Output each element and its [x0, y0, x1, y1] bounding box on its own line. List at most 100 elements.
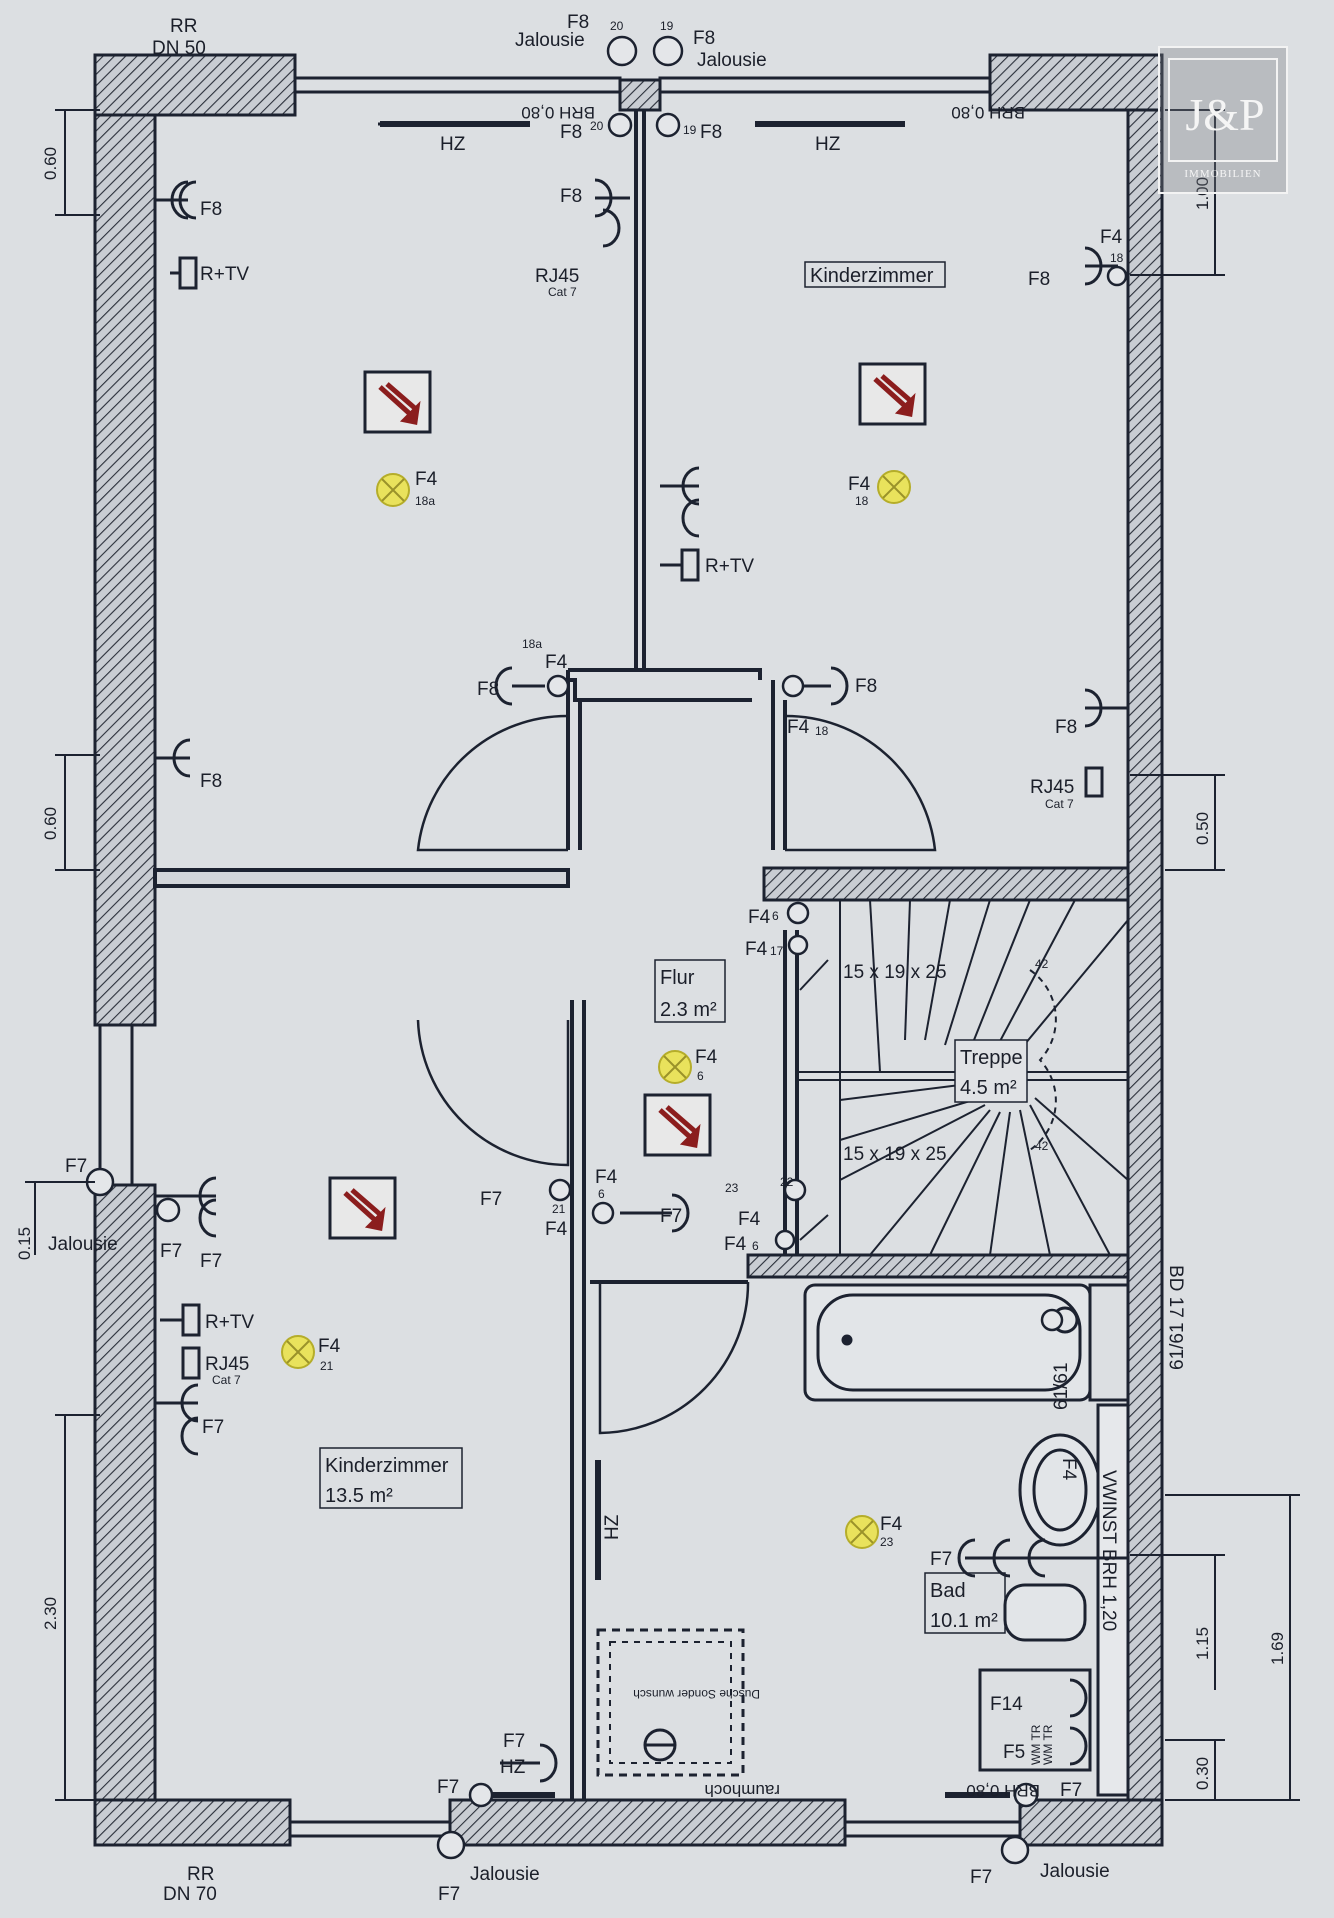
label-n21: 21 — [552, 1202, 566, 1216]
wall-left-lower — [93, 1183, 157, 1847]
room-area-flur: 2.3 m² — [660, 999, 717, 1021]
label-f7: F7 — [160, 1241, 182, 1262]
bathroom-fixtures — [596, 1283, 1130, 1797]
wall-top-left — [93, 53, 297, 117]
hz-label: HZ — [500, 1757, 526, 1778]
label-f8: F8 — [700, 122, 722, 143]
smoke-detectors — [328, 362, 927, 1240]
socket-icon — [155, 1383, 199, 1456]
label-n6: 6 — [697, 1069, 704, 1083]
label-f7: F7 — [1060, 1780, 1082, 1801]
switch-icon — [1106, 265, 1128, 287]
label-n18a: 18a — [415, 494, 435, 508]
logo-mark: J&P — [1185, 89, 1265, 140]
switch-icon — [783, 1178, 807, 1202]
rtv-label: R+TV — [705, 556, 754, 577]
label-f7: F7 — [660, 1206, 682, 1227]
socket-icon — [181, 1346, 201, 1380]
smoke-detector-icon — [643, 1093, 712, 1157]
switch-icon — [548, 1178, 572, 1202]
label-n20: 20 — [610, 19, 624, 33]
text-labels: RR DN 50 F8 F8 20 19 Jalousie Jalousie B… — [15, 12, 1287, 1905]
shower-area — [596, 1628, 745, 1777]
label-f4: F4 — [1058, 1458, 1079, 1481]
switch-icon — [1040, 1308, 1064, 1332]
dimension-015: 0.15 — [15, 1227, 34, 1260]
room-area-treppe: 4.5 m² — [960, 1077, 1017, 1099]
exterior-walls — [93, 53, 1164, 1847]
socket-icon — [500, 1743, 558, 1783]
switch-icon — [774, 1229, 796, 1251]
dimension-060: 0.60 — [41, 147, 60, 180]
smoke-detector-icon — [858, 362, 927, 426]
label-f7: F7 — [503, 1731, 525, 1752]
label-f4: F4 — [415, 469, 438, 490]
wall-bottom-right — [1018, 1798, 1164, 1847]
label-f14: F14 — [990, 1694, 1023, 1715]
switch-icon — [591, 1201, 615, 1225]
label-f4: F4 — [545, 652, 568, 673]
logo-frame: J&P — [1168, 58, 1278, 162]
label-f8: F8 — [560, 186, 582, 207]
label-n6: 6 — [598, 1187, 605, 1201]
cat7-label: Cat 7 — [212, 1373, 241, 1387]
jalousie-label: Jalousie — [1040, 1861, 1110, 1882]
label-n18: 18 — [815, 724, 829, 738]
label-f7: F7 — [65, 1156, 87, 1177]
n61-label: 61/61 — [1167, 1322, 1188, 1370]
socket-icon — [1069, 1678, 1088, 1766]
label-f8: F8 — [855, 676, 877, 697]
label-n6: 6 — [752, 1239, 759, 1253]
socket-icon — [160, 1303, 201, 1337]
hz-label: HZ — [602, 1514, 623, 1540]
label-f8: F8 — [1028, 269, 1050, 290]
rr-label: RR — [170, 16, 197, 37]
windows — [98, 76, 1022, 1838]
label-f7: F7 — [202, 1417, 224, 1438]
window-bottom-left — [288, 1820, 452, 1838]
ceiling-lamp-icon — [877, 470, 911, 504]
switch-icon — [155, 1197, 181, 1223]
window-top-left — [293, 76, 622, 94]
label-f4: F4 — [738, 1209, 761, 1230]
label-n23: 23 — [725, 1181, 739, 1195]
wm-tr-label: WM TR — [1041, 1724, 1055, 1765]
motor-icon — [652, 35, 684, 67]
label-f4: F4 — [595, 1167, 618, 1188]
label-f5: F5 — [1003, 1742, 1025, 1763]
label-n23: 23 — [880, 1535, 894, 1549]
ceiling-lamp-icon — [845, 1515, 879, 1549]
switch-icon — [607, 112, 633, 138]
sockets — [155, 178, 1128, 1783]
smoke-detector-icon — [363, 370, 432, 434]
rj45-label: RJ45 — [205, 1354, 249, 1375]
label-f4: F4 — [787, 717, 810, 738]
dusche-label: Dusche Sonder wunsch — [633, 1687, 760, 1701]
socket-icon — [660, 466, 700, 538]
stairs-lower: 15 x 19 x 25 — [843, 1144, 947, 1165]
socket-icon — [957, 1538, 1128, 1578]
window-left — [98, 1023, 134, 1187]
label-f4: F4 — [848, 474, 871, 495]
wall-right — [1126, 53, 1164, 1847]
dimension-169: 1.69 — [1268, 1632, 1287, 1665]
switch-icon — [655, 112, 681, 138]
label-f8: F8 — [693, 28, 715, 49]
logo-subtitle: IMMOBILIEN — [1184, 168, 1262, 180]
dimension-060: 0.60 — [41, 807, 60, 840]
label-f8: F8 — [560, 122, 582, 143]
hz-label: HZ — [440, 134, 466, 155]
rj45-label: RJ45 — [535, 266, 579, 287]
raumhoch-label: raumhoch — [704, 1781, 780, 1800]
label-n18: 18 — [855, 494, 869, 508]
wall-top-center — [618, 78, 662, 112]
label-f8: F8 — [200, 199, 222, 220]
label-n6: 6 — [772, 909, 779, 923]
dimension-115: 1.15 — [1193, 1627, 1212, 1660]
label-n17: 17 — [770, 944, 784, 958]
wall-left-upper — [93, 53, 157, 1027]
company-logo: J&P IMMOBILIEN — [1158, 46, 1288, 194]
switch-icon — [786, 901, 810, 925]
label-f4: F4 — [880, 1514, 903, 1535]
socket-icon — [594, 178, 630, 248]
